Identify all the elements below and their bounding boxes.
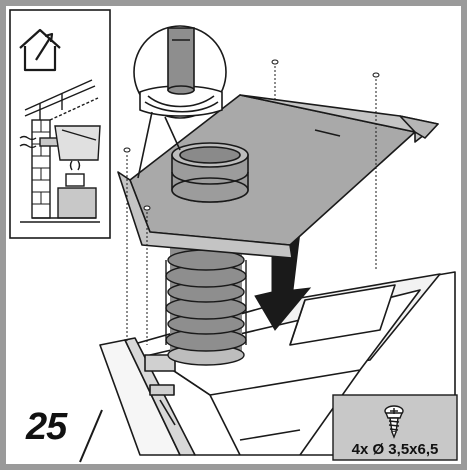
screw-guides	[123, 59, 380, 345]
duct-collar	[171, 142, 249, 203]
step-slash	[79, 409, 103, 463]
mounting-plate	[117, 94, 439, 259]
screw-top-right	[372, 72, 380, 78]
screw-front-left	[123, 147, 131, 153]
screw-front-mid	[143, 205, 151, 211]
house-vent-icon	[19, 28, 61, 72]
wall-cross-section	[19, 79, 101, 223]
screw-top-left	[271, 59, 279, 65]
down-arrow-icon	[254, 231, 312, 331]
step-number: 25	[26, 406, 67, 448]
screw-icon	[384, 405, 404, 439]
detail-callout	[133, 25, 227, 179]
screw-spec-label: 4x Ø 3,5x6,5	[351, 441, 439, 458]
